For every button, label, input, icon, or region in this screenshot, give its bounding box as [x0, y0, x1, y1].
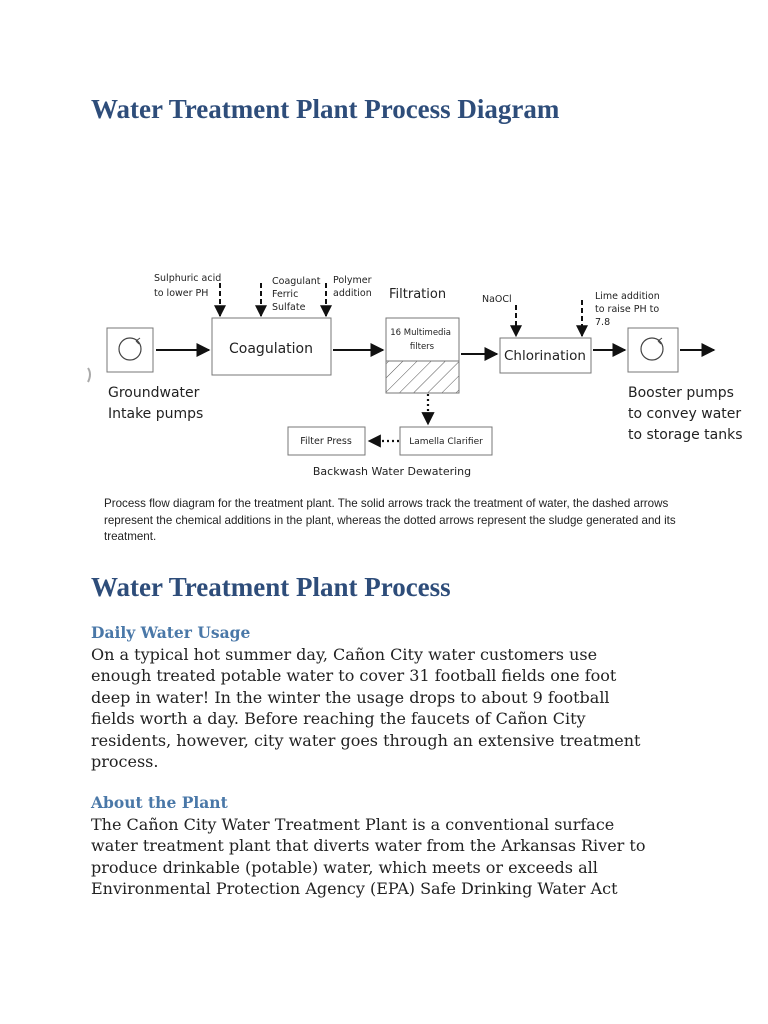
filter-press-box	[287, 426, 366, 456]
paragraph-line: produce drinkable (potable) water, which…	[91, 857, 598, 877]
paragraph-line: Environmental Protection Agency (EPA) Sa…	[91, 879, 618, 899]
process-flow-diagram: Sulphuric acid to lower PH Coagulant Fer…	[87, 273, 746, 478]
caption-line: Process flow diagram for the treatment p…	[104, 497, 669, 510]
chlorination-label: Chlorination	[504, 348, 586, 364]
paragraph-line: enough treated potable water to cover 31…	[91, 666, 617, 686]
daily-water-usage-heading: Daily Water Usage	[91, 623, 251, 642]
caption-line: represent the chemical additions in the …	[104, 513, 676, 527]
daily-water-usage-paragraph: On a typical hot summer day, Cañon City …	[91, 644, 731, 772]
paragraph-line: process.	[91, 752, 159, 772]
paragraph-line: The Cañon City Water Treatment Plant is …	[91, 815, 615, 834]
paragraph-line: fields worth a day. Before reaching the …	[91, 709, 586, 729]
filters-label: 16 Multimedia filters	[390, 328, 453, 352]
booster-label: Booster pumps to convey water to storage…	[628, 385, 746, 443]
groundwater-pump-icon	[118, 337, 142, 361]
coagulant-label: Coagulant Ferric Sulfate	[272, 276, 324, 313]
page-title: Water Treatment Plant Process Diagram	[91, 94, 560, 124]
backwash-label: Backwash Water Dewatering	[313, 465, 471, 478]
sulphuric-acid-label: Sulphuric acid to lower PH	[154, 273, 224, 299]
lamella-clarifier-label: Lamella Clarifier	[409, 437, 483, 447]
naocl-label: NaOCl	[482, 294, 512, 305]
lime-label: Lime addition to raise PH to 7.8	[595, 291, 663, 328]
about-the-plant-heading: About the Plant	[91, 793, 228, 812]
lamella-clarifier-box	[399, 426, 493, 456]
paragraph-line: On a typical hot summer day, Cañon City …	[91, 645, 598, 664]
filtration-label: Filtration	[389, 287, 446, 302]
coagulation-label: Coagulation	[229, 341, 313, 357]
about-the-plant-paragraph: The Cañon City Water Treatment Plant is …	[91, 814, 731, 900]
groundwater-label: Groundwater Intake pumps	[108, 385, 204, 422]
chlorination-box	[499, 337, 592, 374]
filter-press-label: Filter Press	[300, 436, 352, 447]
paragraph-line: deep in water! In the winter the usage d…	[91, 687, 610, 707]
diagram-caption: Process flow diagram for the treatment p…	[104, 496, 744, 546]
polymer-label: Polymer addition	[333, 275, 375, 299]
coagulation-box	[211, 317, 332, 376]
caption-line: treatment.	[104, 530, 157, 543]
paragraph-line: water treatment plant that diverts water…	[91, 836, 646, 856]
groundwater-pump-box	[106, 327, 154, 373]
booster-pump-box	[627, 327, 679, 373]
booster-pump-icon	[640, 337, 664, 361]
filter-media-hatch	[385, 360, 460, 394]
paragraph-line: residents, however, city water goes thro…	[91, 730, 641, 750]
section-title: Water Treatment Plant Process	[91, 572, 451, 602]
